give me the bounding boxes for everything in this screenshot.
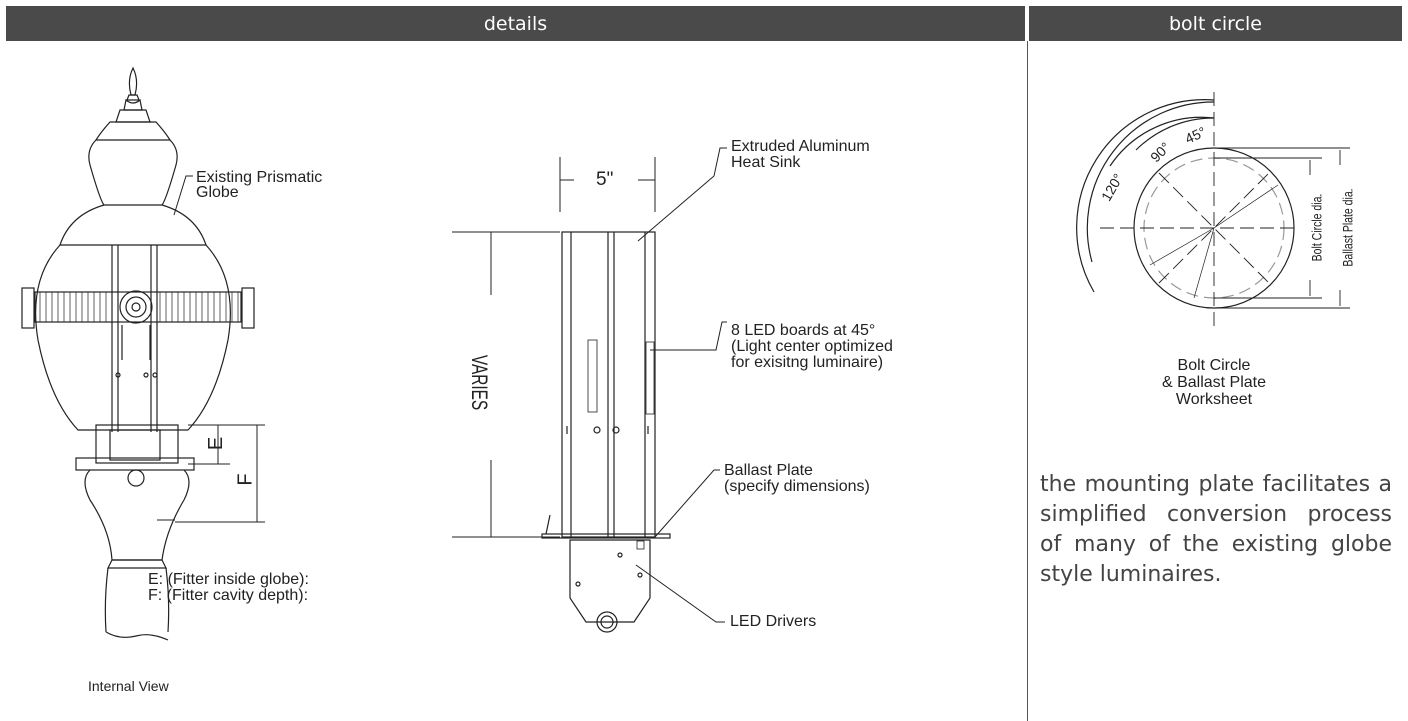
- retrofit-drawing: [452, 157, 671, 633]
- led-boards-label-line3: for exisitng luminaire): [731, 354, 884, 371]
- luminaire-drawing: [21, 66, 265, 641]
- ballast-plate-dia-label: Ballast Plate dia.: [1339, 188, 1356, 267]
- internal-view-caption: Internal View: [88, 678, 169, 694]
- mounting-plate-description: the mounting plate facilitates a simplif…: [1040, 472, 1392, 587]
- globe-label: Existing Prismatic: [196, 169, 323, 186]
- led-boards-label-line2: (Light center optimized: [731, 338, 893, 355]
- fitter-cavity-depth-note: F: (Fitter cavity depth):: [148, 587, 309, 604]
- fitter-inside-globe-note: E: (Fitter inside globe):: [148, 571, 309, 588]
- bolt-circle-dia-label: Bolt Circle dia.: [1308, 193, 1325, 262]
- worksheet-caption-line2: & Ballast Plate: [1161, 374, 1267, 391]
- globe-label-line2: Globe: [196, 184, 239, 201]
- bolt-circle-drawing: [1076, 92, 1350, 328]
- ballast-plate-label: Ballast Plate: [724, 462, 813, 479]
- dimension-e-label: E: [205, 436, 228, 451]
- led-drivers-label: LED Drivers: [730, 613, 817, 630]
- ballast-plate-label-line2: (specify dimensions): [724, 478, 870, 495]
- bolt-circle-header: bolt circle: [1029, 6, 1402, 41]
- heat-sink-label: Extruded Aluminum: [731, 138, 870, 155]
- worksheet-caption-line3: Worksheet: [1175, 391, 1253, 408]
- leader-lines: [157, 147, 727, 623]
- details-header: details: [6, 6, 1025, 41]
- led-boards-label: 8 LED boards at 45°: [731, 322, 876, 339]
- height-dimension-label: VARIES: [467, 354, 493, 411]
- width-dimension-label: 5": [596, 169, 614, 190]
- section-divider: [1027, 41, 1028, 721]
- worksheet-caption-line1: Bolt Circle: [1177, 357, 1251, 374]
- dimension-f-label: F: [234, 473, 257, 486]
- heat-sink-label-line2: Heat Sink: [731, 154, 801, 171]
